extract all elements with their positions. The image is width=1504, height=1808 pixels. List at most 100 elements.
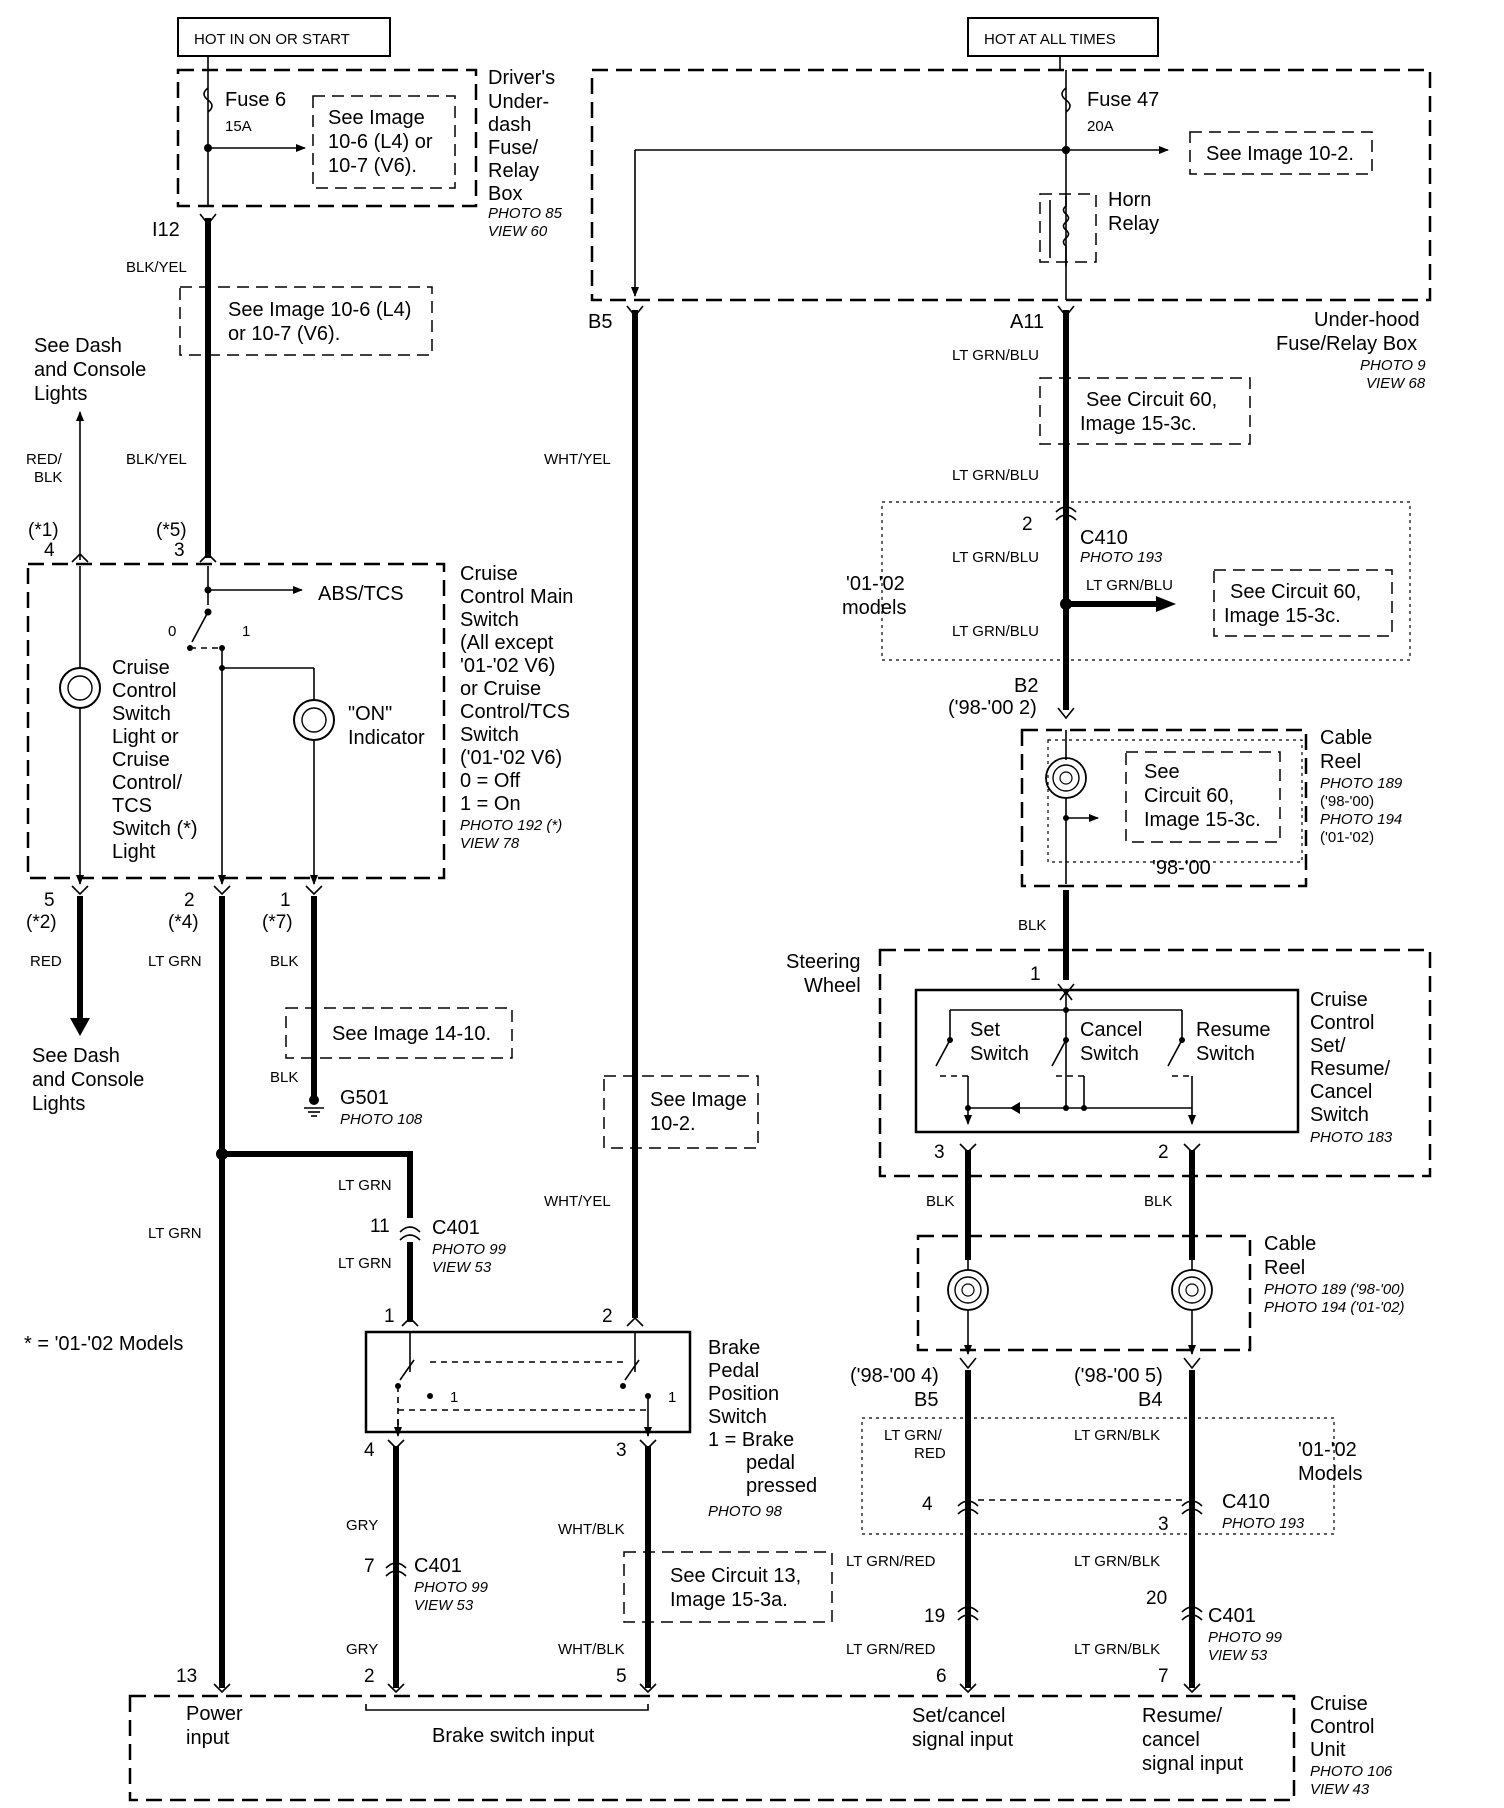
svg-text:PHOTO 189 ('98-'00): PHOTO 189 ('98-'00) bbox=[1264, 1281, 1405, 1298]
svg-text:See Dash: See Dash bbox=[34, 335, 122, 357]
label-lt-grn-blu-1: LT GRN/BLU bbox=[952, 347, 1039, 364]
svg-text:PHOTO 85: PHOTO 85 bbox=[488, 205, 563, 222]
label-wht-yel-1: WHT/YEL bbox=[544, 451, 611, 468]
cruise-switch-light-label: Cruise Control Switch Light or Cruise Co… bbox=[112, 657, 198, 863]
brake-pin-1: 1 bbox=[384, 1306, 395, 1327]
reel-ref-2: Circuit 60, bbox=[1144, 785, 1234, 807]
g501-name: G501 bbox=[340, 1087, 389, 1109]
unit-pin-13: 13 bbox=[176, 1666, 197, 1687]
label-lt-grn-red-b: RED bbox=[914, 1445, 946, 1462]
label-wht-blk-1: WHT/BLK bbox=[558, 1521, 625, 1538]
ref-image-10-6-a: See Image 10-6 (L4) bbox=[228, 299, 411, 321]
on-indicator-label-1: "ON" bbox=[348, 703, 392, 725]
svg-text:Driver's: Driver's bbox=[488, 67, 555, 89]
unit-pin-2: 2 bbox=[364, 1666, 375, 1687]
c410-top-pin-2: 2 bbox=[1022, 514, 1033, 535]
svg-text:and Console: and Console bbox=[32, 1069, 144, 1091]
set-switch-pin-2: 2 bbox=[1158, 1142, 1169, 1163]
svg-text:Fuse/Relay Box: Fuse/Relay Box bbox=[1276, 333, 1417, 355]
terminal-b4: B4 bbox=[1138, 1389, 1162, 1411]
abs-tcs-label: ABS/TCS bbox=[318, 583, 404, 605]
svg-text:('01-'02): ('01-'02) bbox=[1320, 829, 1374, 846]
svg-text:Cancel: Cancel bbox=[1310, 1081, 1372, 1103]
svg-text:Control: Control bbox=[1310, 1012, 1374, 1034]
terminal-b5-low-sub: ('98-'00 4) bbox=[850, 1365, 939, 1387]
svg-text:Fuse/: Fuse/ bbox=[488, 137, 538, 159]
svg-text:Box: Box bbox=[488, 183, 522, 205]
set-switch-pin-3: 3 bbox=[934, 1142, 945, 1163]
svg-text:Brake: Brake bbox=[708, 1337, 760, 1359]
on-indicator-label-2: Indicator bbox=[348, 727, 425, 749]
ground-g501-symbol bbox=[304, 1095, 324, 1117]
label-lt-grn-red-2: LT GRN/RED bbox=[846, 1553, 936, 1570]
c410-low-pin-4: 4 bbox=[922, 1494, 933, 1515]
terminal-b4-sub: ('98-'00 5) bbox=[1074, 1365, 1163, 1387]
label-lt-grn-blk-3: LT GRN/BLK bbox=[1074, 1641, 1160, 1658]
svg-text:Switch: Switch bbox=[460, 609, 519, 631]
c410-top-photo: PHOTO 193 bbox=[1080, 549, 1163, 566]
pin-3-top: 3 bbox=[174, 540, 185, 561]
label-lt-grn-blu-4: LT GRN/BLU bbox=[1086, 577, 1173, 594]
svg-text:or Cruise: or Cruise bbox=[460, 678, 541, 700]
fuse-47-symbol bbox=[1061, 87, 1071, 113]
pin-1: 1 bbox=[280, 890, 291, 911]
driver-box-label: Driver's Under- dash Fuse/ Relay Box PHO… bbox=[488, 67, 563, 240]
svg-text:Under-: Under- bbox=[488, 91, 549, 113]
main-switch-title: Cruise Control Main Switch (All except '… bbox=[460, 563, 573, 852]
unit-res-2: cancel bbox=[1142, 1729, 1200, 1751]
svg-text:VIEW 43: VIEW 43 bbox=[1310, 1781, 1370, 1798]
svg-text:'01-'02 V6): '01-'02 V6) bbox=[460, 655, 555, 677]
cable-reel-1-coil bbox=[1045, 757, 1087, 799]
c401-b-name: C401 bbox=[414, 1555, 462, 1577]
label-blk-yel-2: BLK/YEL bbox=[126, 451, 187, 468]
svg-text:PHOTO 194 ('01-'02): PHOTO 194 ('01-'02) bbox=[1264, 1299, 1405, 1316]
brake-switch-title: Brake Pedal Position Switch 1 = Brake pe… bbox=[708, 1337, 817, 1520]
ref-circuit-60-d: Image 15-3c. bbox=[1224, 605, 1341, 627]
svg-text:Pedal: Pedal bbox=[708, 1360, 759, 1382]
footnote: * = '01-'02 Models bbox=[24, 1333, 183, 1355]
c401-pin-11: 11 bbox=[370, 1216, 390, 1237]
unit-pin-5: 5 bbox=[616, 1666, 627, 1687]
svg-text:PHOTO 183: PHOTO 183 bbox=[1310, 1129, 1393, 1146]
pin-3-note: (*5) bbox=[156, 520, 187, 541]
svg-text:Switch: Switch bbox=[112, 703, 171, 725]
svg-text:Lights: Lights bbox=[34, 383, 87, 405]
svg-text:('98-'00): ('98-'00) bbox=[1320, 793, 1374, 810]
brake-pedal-switch-box bbox=[364, 1330, 692, 1434]
c401-connector-c1 bbox=[957, 1606, 979, 1621]
cable-reel-1-label: Cable Reel PHOTO 189 ('98-'00) PHOTO 194… bbox=[1320, 727, 1403, 846]
set-switch-pin-1: 1 bbox=[1030, 964, 1041, 985]
g501-photo: PHOTO 108 bbox=[340, 1111, 423, 1128]
c401-a-name: C401 bbox=[432, 1217, 480, 1239]
pin-2-note: (*4) bbox=[168, 912, 199, 933]
svg-text:Control: Control bbox=[112, 680, 176, 702]
label-gry-2: GRY bbox=[346, 1641, 378, 1658]
terminal-a11: A11 bbox=[1010, 311, 1044, 333]
svg-text:VIEW 60: VIEW 60 bbox=[488, 223, 548, 240]
label-blk-5: BLK bbox=[1144, 1193, 1172, 1210]
label-lt-grn-red-3: LT GRN/RED bbox=[846, 1641, 936, 1658]
svg-text:Switch: Switch bbox=[1310, 1104, 1369, 1126]
fuse-6-name: Fuse 6 bbox=[225, 89, 286, 111]
terminal-b5-low: B5 bbox=[914, 1389, 938, 1411]
label-wht-yel-2: WHT/YEL bbox=[544, 1193, 611, 1210]
ref-circuit-60-c: See Circuit 60, bbox=[1230, 581, 1361, 603]
set-switch-label: Set Switch bbox=[970, 1019, 1029, 1065]
label-wht-blk-2: WHT/BLK bbox=[558, 1641, 625, 1658]
dash-lights-top-label: See Dash and Console Lights bbox=[34, 335, 146, 405]
svg-text:PHOTO 189: PHOTO 189 bbox=[1320, 775, 1403, 792]
label-lt-grn-blk-2: LT GRN/BLK bbox=[1074, 1553, 1160, 1570]
svg-text:Set/: Set/ bbox=[1310, 1035, 1346, 1057]
ref-circuit-13-b: Image 15-3a. bbox=[670, 1589, 788, 1611]
svg-text:0 = Off: 0 = Off bbox=[460, 770, 521, 792]
svg-text:Cable: Cable bbox=[1320, 727, 1372, 749]
ref-circuit-13-a: See Circuit 13, bbox=[670, 1565, 801, 1587]
svg-text:Switch: Switch bbox=[708, 1406, 767, 1428]
svg-text:Relay: Relay bbox=[488, 160, 539, 182]
brake-pin-4: 4 bbox=[364, 1440, 375, 1461]
svg-text:Control/TCS: Control/TCS bbox=[460, 701, 570, 723]
resume-switch-label: Resume Switch bbox=[1196, 1019, 1270, 1065]
fuse-6-rating: 15A bbox=[225, 118, 252, 135]
svg-text:Cruise: Cruise bbox=[460, 563, 518, 585]
